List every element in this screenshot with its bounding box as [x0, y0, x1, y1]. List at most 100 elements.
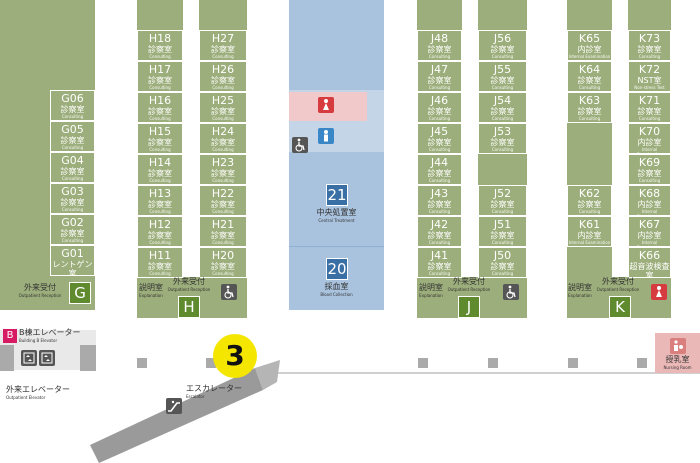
nursing-ja: 授乳室 — [665, 355, 690, 364]
room-name: 診察室 — [427, 200, 452, 209]
room-name: 診察室 — [490, 231, 515, 240]
room-code: H27 — [211, 32, 235, 45]
room-code: J47 — [430, 63, 449, 76]
room-name: 診察室 — [60, 167, 85, 176]
room-code: H23 — [211, 156, 235, 169]
explain-k-label: 説明室 Explanation — [566, 283, 594, 298]
room-21-ja: 中央処置室 — [316, 208, 357, 217]
room-name: 診察室 — [211, 76, 235, 85]
room-code: H11 — [148, 249, 172, 262]
room-name: 診察室 — [427, 45, 452, 54]
room-name: 診察室 — [490, 200, 515, 209]
building-b-en: Building B Elevator — [19, 338, 58, 343]
pillar — [137, 358, 147, 368]
corridor-edge — [270, 372, 700, 374]
room-name: 診察室 — [490, 107, 515, 116]
room-name-en: Consulting — [428, 116, 451, 121]
room-code: H25 — [211, 94, 235, 107]
nursing-en: Nursing Room — [663, 365, 692, 370]
escalator-icon — [166, 398, 182, 414]
room-21-label: 中央処置室 Central Treatment — [289, 208, 384, 223]
room-code: J44 — [430, 156, 449, 169]
explain-j-label: 説明室 Explanation — [416, 283, 446, 298]
reception-g-badge: G — [69, 282, 91, 304]
outpatient-elevator-ja: 外来エレベーター — [6, 385, 70, 394]
escalator-ramp — [90, 360, 280, 463]
room-code: H13 — [148, 187, 172, 200]
room-name-en: Consulting — [149, 116, 171, 121]
room-name-en: Consulting — [212, 85, 234, 90]
reception-k-badge: K — [609, 296, 631, 318]
room-name: 診察室 — [427, 231, 452, 240]
room-name-en: Consulting — [428, 240, 451, 245]
room-name-en: Consulting — [428, 209, 451, 214]
room-code: G05 — [61, 123, 84, 136]
room-name-en: Consulting — [578, 116, 601, 121]
reception-j-en: Outpatient Reception — [447, 287, 491, 292]
room-name-en: Consulting — [638, 116, 661, 121]
reception-h-badge: H — [178, 296, 200, 318]
room-name: 診察室 — [637, 107, 662, 116]
reception-j-label: 外来受付 Outpatient Reception — [446, 277, 492, 292]
room-code: J50 — [493, 249, 512, 262]
room-name-en: Consulting — [149, 54, 171, 59]
room-name: 診察室 — [577, 76, 602, 85]
room-name: 内診室 — [577, 45, 602, 54]
room-name: 診察室 — [211, 231, 235, 240]
room-name-en: Consulting — [638, 178, 661, 183]
room-name: レントゲン室 — [52, 260, 93, 276]
room-name: 内診室 — [637, 138, 662, 147]
room-name: 診察室 — [577, 107, 602, 116]
room-name-en: Consulting — [491, 85, 514, 90]
escalator-ja: エスカレーター — [186, 384, 242, 393]
room-code: K69 — [638, 156, 661, 169]
room-code: K61 — [578, 218, 601, 231]
room-name: 診察室 — [211, 200, 235, 209]
room-name: 診察室 — [427, 138, 452, 147]
room-name-en: Consulting — [61, 176, 84, 181]
reception-k-label: 外来受付 Outpatient Reception — [595, 277, 641, 292]
room-code: H22 — [211, 187, 235, 200]
room-code: J46 — [430, 94, 449, 107]
building-b-badge: B — [3, 329, 17, 343]
escalator-en: Escalator — [186, 394, 205, 399]
reception-g-ja: 外来受付 — [24, 283, 56, 292]
room-21-number: 21 — [326, 184, 348, 206]
room-name: 診察室 — [148, 169, 172, 178]
room-code: H20 — [211, 249, 235, 262]
pillar — [488, 358, 498, 368]
b-elevator-hall — [80, 345, 96, 371]
elevator-icon — [21, 350, 37, 366]
room-name-en: Consulting — [428, 85, 451, 90]
room-name-en: Consulting — [428, 54, 451, 59]
building-b-label: B棟エレベーター Building B Elevator — [19, 328, 81, 343]
room-code: K64 — [578, 63, 601, 76]
room-name: 診察室 — [211, 169, 235, 178]
room-name-en: Consulting — [61, 145, 84, 150]
wheelchair-icon — [221, 284, 237, 300]
elevator-icon — [39, 350, 55, 366]
room-name: 内診室 — [577, 231, 602, 240]
room-name-en: Consulting — [638, 54, 661, 59]
room-code: H12 — [148, 218, 172, 231]
room-20-en: Blood Collection — [320, 292, 353, 297]
room-name-en: Consulting — [212, 54, 234, 59]
room-code: J43 — [430, 187, 449, 200]
